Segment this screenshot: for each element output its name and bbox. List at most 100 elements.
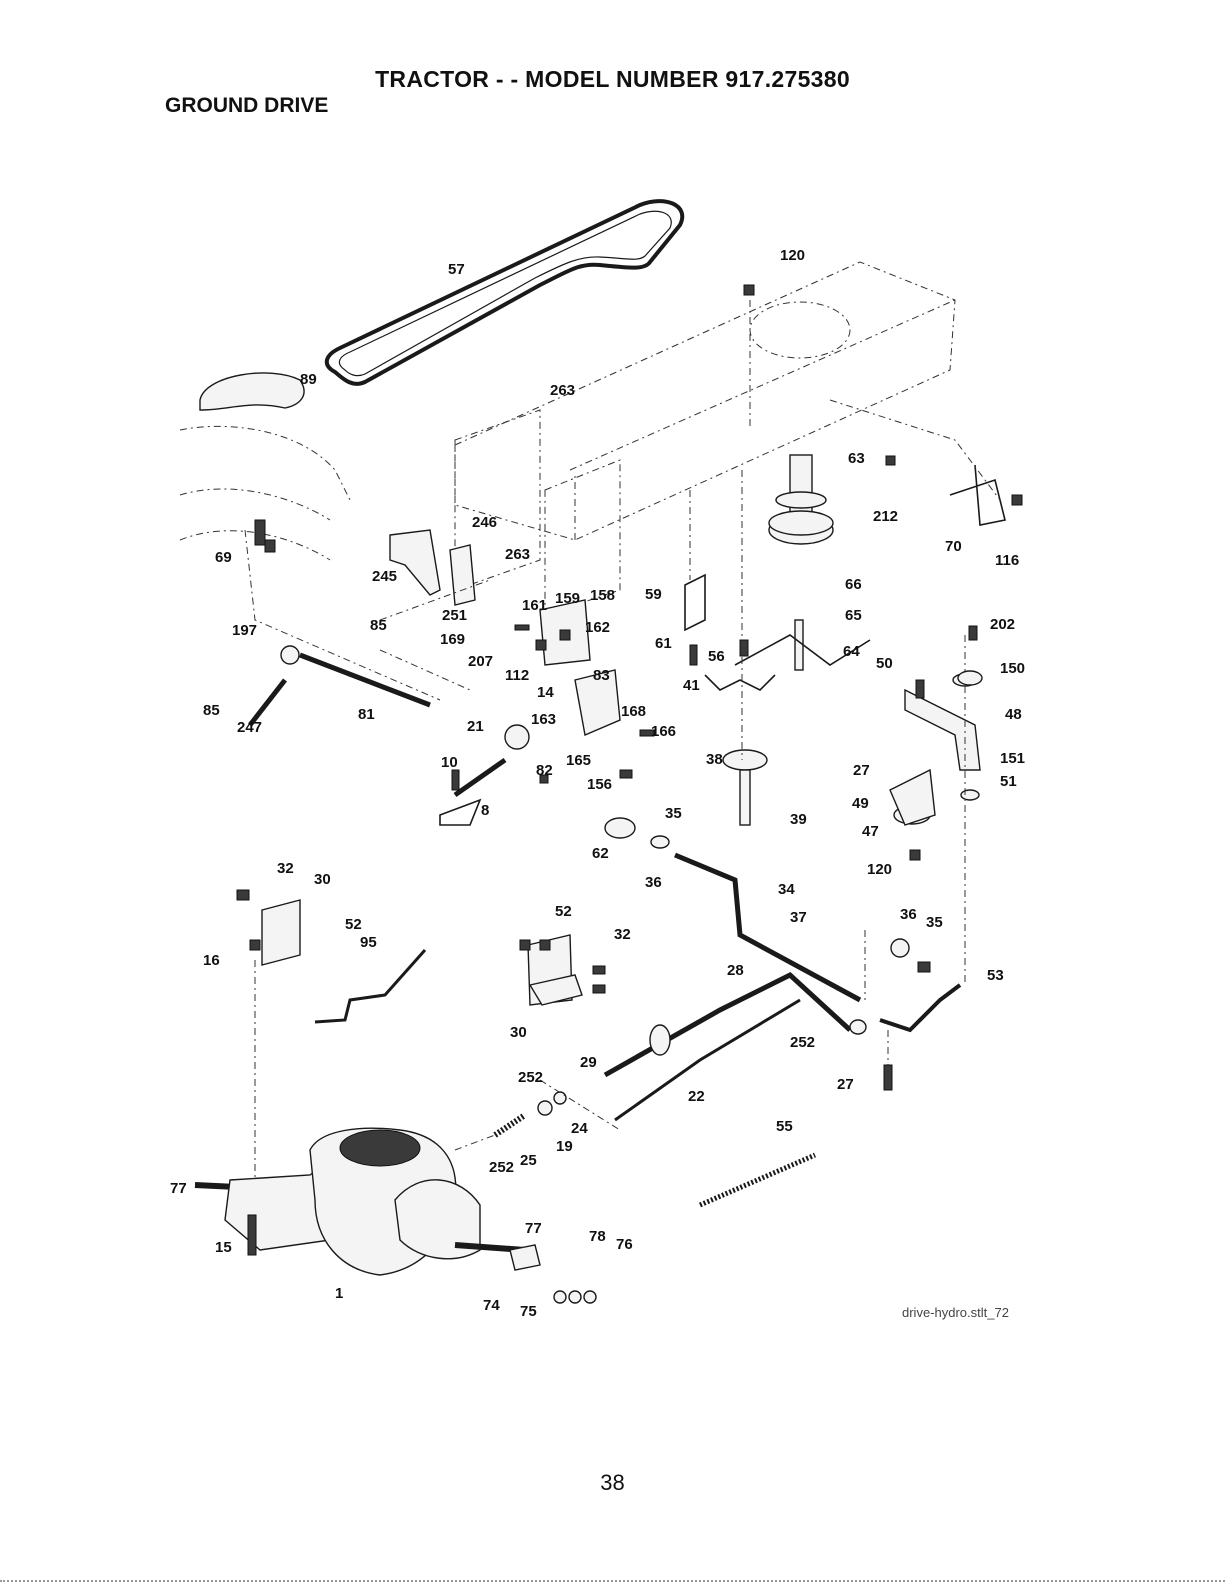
- callout: 53: [987, 967, 1004, 984]
- transaxle: [194, 1127, 541, 1276]
- drive-belt: [324, 199, 685, 386]
- callout: 169: [440, 631, 466, 648]
- callout: 34: [778, 881, 795, 898]
- callout: 22: [688, 1088, 705, 1105]
- callout: 76: [616, 1236, 633, 1253]
- callout: 166: [651, 723, 677, 740]
- callout: 245: [372, 568, 398, 585]
- callout: 81: [358, 706, 375, 723]
- callout: 1: [335, 1285, 344, 1302]
- tractor-frame: [454, 261, 956, 616]
- callout: 32: [277, 860, 294, 877]
- callout: 252: [518, 1069, 544, 1086]
- callout: 64: [843, 643, 860, 660]
- callout: 162: [585, 619, 611, 636]
- callout: 78: [589, 1228, 606, 1245]
- callout: 41: [683, 677, 700, 694]
- callout: 57: [448, 261, 465, 278]
- callout: 49: [852, 795, 869, 812]
- callout: 36: [900, 906, 917, 923]
- callout: 37: [790, 909, 807, 926]
- callout: 50: [876, 655, 893, 672]
- callout: 251: [442, 607, 468, 624]
- callout: 55: [776, 1118, 793, 1135]
- callout: 25: [520, 1152, 537, 1169]
- callout: 39: [790, 811, 807, 828]
- callout: 48: [1005, 706, 1022, 723]
- shift-rod: [314, 949, 427, 1024]
- page-title: TRACTOR - - MODEL NUMBER 917.275380: [375, 66, 850, 92]
- callout: 120: [780, 247, 806, 264]
- callout: 19: [556, 1138, 573, 1155]
- callout: 112: [505, 667, 530, 684]
- callout: 83: [593, 667, 610, 684]
- callout: 168: [621, 703, 647, 720]
- callout: 116: [995, 552, 1020, 569]
- callout: 63: [848, 450, 865, 467]
- callout: 165: [566, 752, 592, 769]
- callout: 246: [472, 514, 498, 531]
- callout: 30: [314, 871, 331, 888]
- extension-spring: [699, 1152, 816, 1208]
- fasteners: [236, 284, 1023, 1304]
- callout: 85: [370, 617, 387, 634]
- callout: 24: [571, 1120, 588, 1137]
- callout: 263: [550, 382, 576, 399]
- callout: 38: [706, 751, 723, 768]
- callout: 247: [237, 719, 263, 736]
- callout: 30: [510, 1024, 527, 1041]
- idler-bracket: [889, 673, 981, 826]
- callout: 66: [845, 576, 862, 593]
- callout: 52: [555, 903, 572, 920]
- callout: 161: [522, 597, 548, 614]
- section-title: GROUND DRIVE: [165, 94, 329, 117]
- shift-linkage: [248, 529, 530, 826]
- pulley-assembly: [722, 454, 931, 826]
- callout: 27: [853, 762, 870, 779]
- callout: 28: [727, 962, 744, 979]
- callout: 16: [203, 952, 220, 969]
- footrest-outline: [179, 372, 351, 561]
- control-brackets: [539, 599, 621, 736]
- callout: 252: [489, 1159, 515, 1176]
- callout: 52: [345, 916, 362, 933]
- callout: 59: [645, 586, 662, 603]
- diagram-filename: drive-hydro.stlt_72: [902, 1305, 1009, 1320]
- callout: 70: [945, 538, 962, 555]
- page-number: 38: [600, 1470, 625, 1495]
- callout: 47: [862, 823, 879, 840]
- callout: 35: [926, 914, 943, 931]
- callout: 56: [708, 648, 725, 665]
- callout: 207: [468, 653, 494, 670]
- callout: 156: [587, 776, 613, 793]
- compression-spring: [493, 1091, 567, 1138]
- callout: 252: [790, 1034, 816, 1051]
- callout: 158: [590, 587, 616, 604]
- callout: 8: [481, 802, 490, 819]
- callout: 10: [441, 754, 458, 771]
- callout: 15: [215, 1239, 232, 1256]
- callout: 197: [232, 622, 258, 639]
- callout: 35: [665, 805, 682, 822]
- callout: 163: [531, 711, 557, 728]
- callout: 82: [536, 762, 553, 779]
- callout: 159: [555, 590, 581, 607]
- callout: 51: [1000, 773, 1017, 790]
- callout: 77: [525, 1220, 542, 1237]
- callout: 212: [873, 508, 899, 525]
- callout: 150: [1000, 660, 1026, 677]
- callout: 89: [300, 371, 317, 388]
- callout: 27: [837, 1076, 854, 1093]
- pedal-shafts: [603, 817, 962, 1122]
- callout: 95: [360, 934, 377, 951]
- spring-rods: [684, 464, 1006, 691]
- alignment-lines: [244, 300, 1001, 1180]
- callout: 65: [845, 607, 862, 624]
- mount-brackets: [261, 899, 583, 1006]
- callout: 36: [645, 874, 662, 891]
- callout: 77: [170, 1180, 187, 1197]
- callout: 14: [537, 684, 554, 701]
- page-edge: [0, 1580, 1225, 1582]
- callout: 61: [655, 635, 672, 652]
